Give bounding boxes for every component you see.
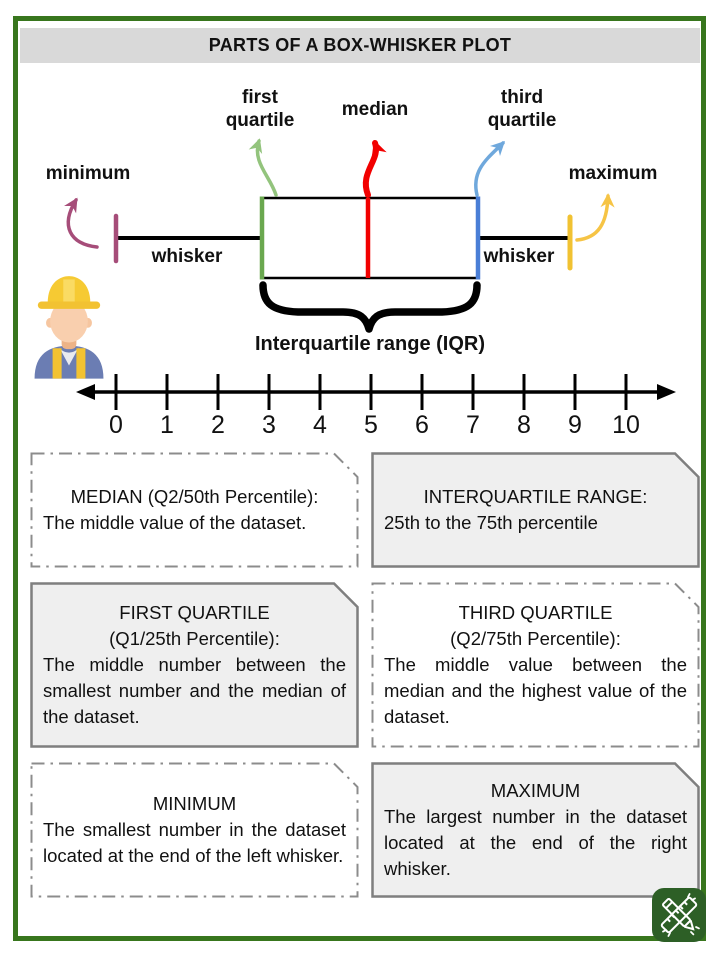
number-line-ticks (114, 374, 628, 410)
axis-tick-label: 6 (415, 411, 429, 439)
minimum-arrow (64, 197, 99, 249)
pencil-ruler-icon (660, 893, 700, 937)
axis-tick-label: 7 (466, 411, 480, 439)
minimum-label: minimum (45, 163, 131, 184)
definition-title: MINIMUM (152, 793, 237, 814)
number-line (76, 374, 676, 410)
whisker-left-label: whisker (151, 246, 223, 267)
page-title: PARTS OF A BOX-WHISKER PLOT (20, 28, 700, 63)
definition-subtitle: (Q2/75th Percentile): (450, 628, 621, 649)
axis-tick-label: 9 (568, 411, 582, 439)
definition-body: The middle value between the median and … (384, 654, 687, 727)
definition-body: 25th to the 75th percentile (384, 512, 598, 533)
axis-tick-label: 5 (364, 411, 378, 439)
iqr-brace (259, 281, 481, 333)
definition-minimum: MINIMUM The smallest number in the datas… (30, 762, 359, 898)
sparkle-marks (662, 893, 700, 937)
definition-maximum: MAXIMUM The largest number in the datase… (371, 762, 700, 898)
definition-box-frame (371, 452, 700, 568)
worker-avatar (34, 276, 104, 379)
median-arrow (362, 140, 387, 198)
first-quartile-label: first quartile (225, 87, 295, 132)
iqr-label: Interquartile range (IQR) (254, 333, 486, 355)
number-line-labels: 0 1 2 3 4 5 6 7 8 9 10 (0, 411, 720, 445)
definition-title: INTERQUARTILE RANGE: (423, 486, 648, 507)
axis-tick-label: 10 (612, 411, 640, 439)
axis-tick-label: 8 (517, 411, 531, 439)
definition-body: The middle value of the dataset. (43, 512, 307, 533)
definition-box-frame (30, 452, 359, 568)
axis-tick-label: 1 (160, 411, 174, 439)
definition-first-quartile: FIRST QUARTILE (Q1/25th Percentile): The… (30, 582, 359, 748)
definition-median: MEDIAN (Q2/50th Percentile): The middle … (30, 452, 359, 568)
third-quartile-arrow (474, 140, 506, 197)
definitions-grid: MEDIAN (Q2/50th Percentile): The middle … (30, 452, 700, 898)
logo-background (652, 888, 706, 942)
definition-box-frame (371, 582, 700, 748)
definition-body: The smallest number in the dataset locat… (43, 819, 346, 866)
brand-logo (652, 888, 706, 942)
definition-title: FIRST QUARTILE (119, 602, 270, 623)
number-line-right-arrow (657, 384, 676, 400)
first-quartile-arrow (248, 138, 278, 197)
definition-third-quartile: THIRD QUARTILE (Q2/75th Percentile): The… (371, 582, 700, 748)
definition-body: The middle number between the smallest n… (43, 654, 346, 727)
maximum-label: maximum (568, 163, 658, 184)
axis-tick-label: 0 (109, 411, 123, 439)
whisker-right-label: whisker (483, 246, 555, 267)
definition-title: THIRD QUARTILE (458, 602, 613, 623)
maximum-arrow (575, 193, 615, 242)
axis-tick-label: 4 (313, 411, 327, 439)
third-quartile-label: third quartile (487, 87, 557, 132)
median-label: median (341, 99, 409, 120)
axis-tick-label: 2 (211, 411, 225, 439)
definition-body: The largest number in the dataset locate… (384, 806, 687, 879)
number-line-left-arrow (76, 384, 95, 400)
axis-tick-label: 3 (262, 411, 276, 439)
definition-box-frame (30, 762, 359, 898)
definition-iqr: INTERQUARTILE RANGE: 25th to the 75th pe… (371, 452, 700, 568)
definition-title: MAXIMUM (490, 780, 581, 801)
definition-box-frame (371, 762, 700, 898)
definition-subtitle: (Q1/25th Percentile): (109, 628, 280, 649)
definition-box-frame (30, 582, 359, 748)
definition-title: MEDIAN (Q2/50th Percentile): (70, 486, 319, 507)
